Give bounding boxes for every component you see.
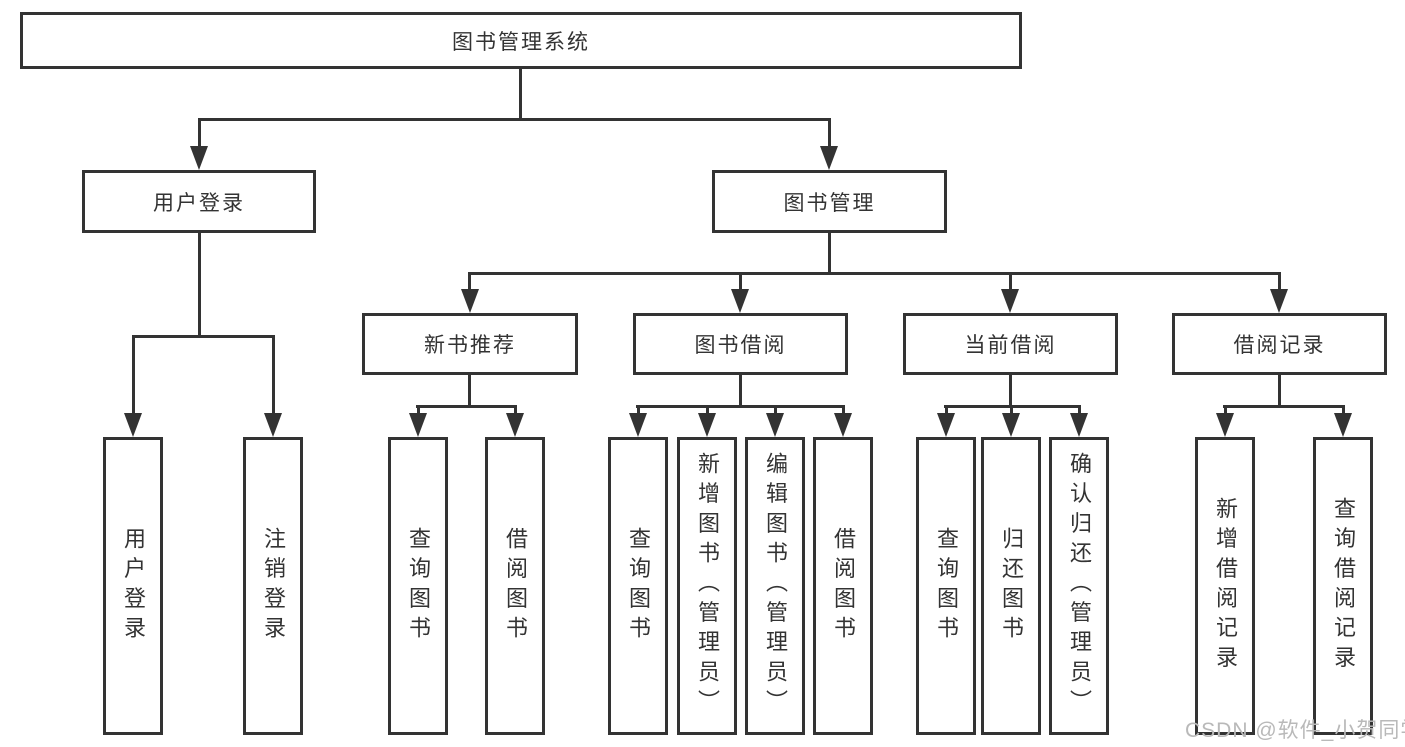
leaf-edit-books-admin-label: 编辑图书（管理员）	[763, 452, 788, 720]
connector-line	[519, 68, 522, 120]
arrow-down-icon	[1270, 289, 1288, 313]
leaf-current-query-books-label: 查询图书	[934, 526, 959, 646]
node-borrow-records-label: 借阅记录	[1233, 334, 1326, 357]
connector-line	[1278, 272, 1281, 292]
arrow-down-icon	[1334, 413, 1352, 437]
connector-line	[774, 405, 777, 415]
node-new-book-recommend: 新书推荐	[362, 313, 578, 375]
arrow-down-icon	[409, 413, 427, 437]
arrow-down-icon	[1002, 413, 1020, 437]
node-current-borrow: 当前借阅	[903, 313, 1118, 375]
arrow-down-icon	[820, 146, 838, 170]
connector-line	[842, 405, 845, 415]
leaf-recommend-borrow-books-label: 借阅图书	[503, 526, 528, 646]
connector-line	[198, 118, 831, 121]
node-book-management: 图书管理	[712, 170, 947, 233]
arrow-down-icon	[1216, 413, 1234, 437]
connector-line	[1223, 405, 1345, 408]
connector-line	[468, 375, 471, 407]
connector-line	[1278, 375, 1281, 407]
connector-line	[637, 405, 640, 415]
leaf-add-borrow-record-label: 新增借阅记录	[1213, 496, 1238, 676]
watermark: CSDN @软件_小贺同学	[1185, 719, 1405, 742]
leaf-borrow-query-books: 查询图书	[608, 437, 668, 735]
connector-line	[198, 118, 201, 148]
leaf-user-login-label: 用户登录	[121, 526, 146, 646]
connector-line	[1078, 405, 1081, 415]
leaf-borrow-books: 借阅图书	[813, 437, 873, 735]
connector-line	[132, 335, 275, 338]
arrow-down-icon	[834, 413, 852, 437]
connector-line	[1009, 272, 1012, 292]
leaf-recommend-query-books: 查询图书	[388, 437, 448, 735]
leaf-add-borrow-record: 新增借阅记录	[1195, 437, 1255, 735]
leaf-current-query-books: 查询图书	[916, 437, 976, 735]
connector-line	[1009, 375, 1012, 407]
arrow-down-icon	[461, 289, 479, 313]
connector-line	[828, 118, 831, 148]
arrow-down-icon	[1001, 289, 1019, 313]
leaf-logout: 注销登录	[243, 437, 303, 735]
leaf-return-books-label: 归还图书	[999, 526, 1024, 646]
node-root: 图书管理系统	[20, 12, 1022, 69]
leaf-user-login: 用户登录	[103, 437, 163, 735]
connector-line	[828, 233, 831, 274]
connector-line	[1342, 405, 1345, 415]
arrow-down-icon	[698, 413, 716, 437]
connector-line	[514, 405, 517, 415]
leaf-borrow-books-label: 借阅图书	[831, 526, 856, 646]
arrow-down-icon	[190, 146, 208, 170]
leaf-query-borrow-record-label: 查询借阅记录	[1331, 496, 1356, 676]
connector-line	[739, 375, 742, 407]
arrow-down-icon	[1070, 413, 1088, 437]
connector-line	[416, 405, 517, 408]
leaf-edit-books-admin: 编辑图书（管理员）	[745, 437, 805, 735]
node-root-label: 图书管理系统	[452, 30, 590, 54]
node-user-login-label: 用户登录	[153, 191, 245, 215]
connector-line	[132, 335, 135, 413]
leaf-confirm-return-admin: 确认归还（管理员）	[1049, 437, 1109, 735]
arrow-down-icon	[731, 289, 749, 313]
connector-line	[739, 272, 742, 292]
arrow-down-icon	[124, 413, 142, 437]
node-book-borrow: 图书借阅	[633, 313, 848, 375]
connector-line	[198, 233, 201, 337]
arrow-down-icon	[766, 413, 784, 437]
leaf-logout-label: 注销登录	[261, 526, 286, 646]
node-new-book-recommend-label: 新书推荐	[424, 334, 516, 357]
leaf-add-books-admin: 新增图书（管理员）	[677, 437, 737, 735]
leaf-recommend-query-books-label: 查询图书	[406, 526, 431, 646]
connector-line	[417, 405, 420, 415]
connector-line	[468, 272, 471, 292]
arrow-down-icon	[264, 413, 282, 437]
node-user-login: 用户登录	[82, 170, 316, 233]
connector-line	[945, 405, 948, 415]
leaf-query-borrow-record: 查询借阅记录	[1313, 437, 1373, 735]
arrow-down-icon	[506, 413, 524, 437]
leaf-add-books-admin-label: 新增图书（管理员）	[695, 452, 720, 720]
node-book-borrow-label: 图书借阅	[694, 334, 787, 357]
node-current-borrow-label: 当前借阅	[964, 334, 1057, 357]
node-book-management-label: 图书管理	[783, 191, 876, 215]
arrow-down-icon	[629, 413, 647, 437]
connector-line	[468, 272, 1281, 275]
leaf-recommend-borrow-books: 借阅图书	[485, 437, 545, 735]
leaf-confirm-return-admin-label: 确认归还（管理员）	[1067, 452, 1092, 720]
connector-line	[636, 405, 845, 408]
connector-line	[272, 335, 275, 413]
connector-line	[1224, 405, 1227, 415]
connector-line	[706, 405, 709, 415]
arrow-down-icon	[937, 413, 955, 437]
connector-line	[1010, 405, 1013, 415]
leaf-return-books: 归还图书	[981, 437, 1041, 735]
leaf-borrow-query-books-label: 查询图书	[626, 526, 651, 646]
node-borrow-records: 借阅记录	[1172, 313, 1387, 375]
